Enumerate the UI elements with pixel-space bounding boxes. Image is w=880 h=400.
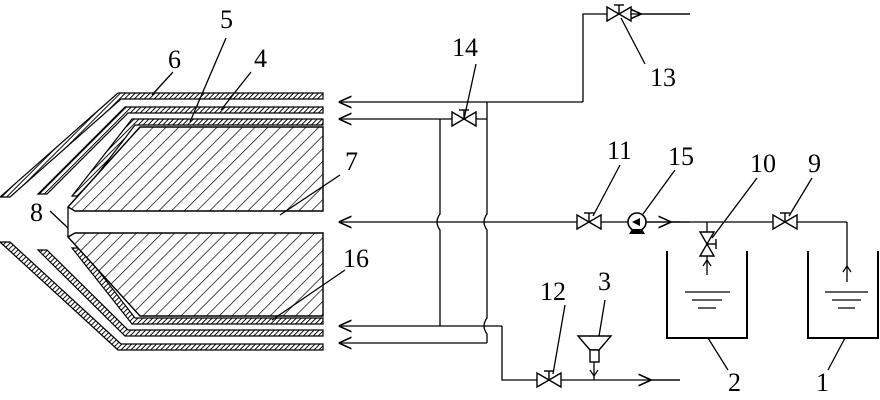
valve-13: [606, 4, 646, 65]
valve-11: [576, 164, 621, 231]
middle-shell-lower: [36, 249, 324, 337]
leader-10: [711, 177, 758, 239]
leader-3: [598, 299, 606, 337]
leader-2: [707, 337, 729, 371]
leader-15: [642, 169, 676, 215]
label-11: 11: [607, 136, 632, 165]
label-14: 14: [452, 33, 478, 62]
tank-1-walls: [807, 251, 879, 339]
bottom-line: [501, 326, 680, 381]
body-leaders: [49, 37, 346, 321]
catalyst-core-lower: [66, 232, 324, 317]
label-7: 7: [345, 147, 358, 176]
leader-7: [279, 174, 341, 216]
label-2: 2: [728, 368, 741, 397]
label-13: 13: [650, 63, 676, 92]
top-gas-line: [582, 14, 690, 102]
leader-1: [827, 337, 846, 371]
pump-15: [627, 169, 676, 234]
leader-4: [220, 71, 252, 111]
outer-shell-upper: [0, 92, 324, 198]
leader-14: [463, 63, 477, 120]
leader-11: [592, 164, 621, 217]
tank-1: [807, 251, 879, 371]
connector-right: [483, 102, 488, 343]
tank-2: [666, 251, 748, 371]
valve-9: [772, 177, 813, 231]
tank-2-walls: [666, 251, 748, 339]
label-3: 3: [598, 267, 611, 296]
reactor-body: [0, 92, 324, 351]
label-9: 9: [808, 149, 821, 178]
leader-5: [189, 37, 227, 123]
label-6: 6: [168, 45, 181, 74]
leader-9: [788, 177, 813, 217]
label-16: 16: [343, 244, 369, 273]
label-4: 4: [254, 44, 267, 73]
leader-16: [271, 269, 346, 321]
valve-12: [536, 304, 566, 389]
label-15: 15: [668, 142, 694, 171]
branch-to-tank-2: [698, 177, 758, 275]
label-10: 10: [750, 149, 776, 178]
leader-6: [151, 71, 174, 96]
label-12: 12: [540, 277, 566, 306]
inner-shell-upper: [70, 118, 324, 197]
tank-1-pipe: [842, 222, 852, 282]
label-5: 5: [220, 5, 233, 34]
leader-8: [49, 210, 69, 229]
bottom-pipe: [501, 326, 680, 381]
middle-shell-upper: [36, 106, 324, 195]
connector-left: [436, 119, 441, 326]
label-8: 8: [30, 198, 43, 227]
catalyst-core-upper: [66, 126, 324, 212]
labels: 1 2 3 4 5 6 7 8 9 10 11 12 13 14 15 16: [30, 5, 829, 397]
label-1: 1: [816, 368, 829, 397]
leader-12: [552, 304, 566, 375]
outer-shell-lower: [0, 241, 324, 351]
valve-14: [451, 63, 477, 128]
hopper-3: [576, 299, 613, 380]
connector-lines: [436, 102, 488, 343]
leader-13: [620, 17, 646, 65]
